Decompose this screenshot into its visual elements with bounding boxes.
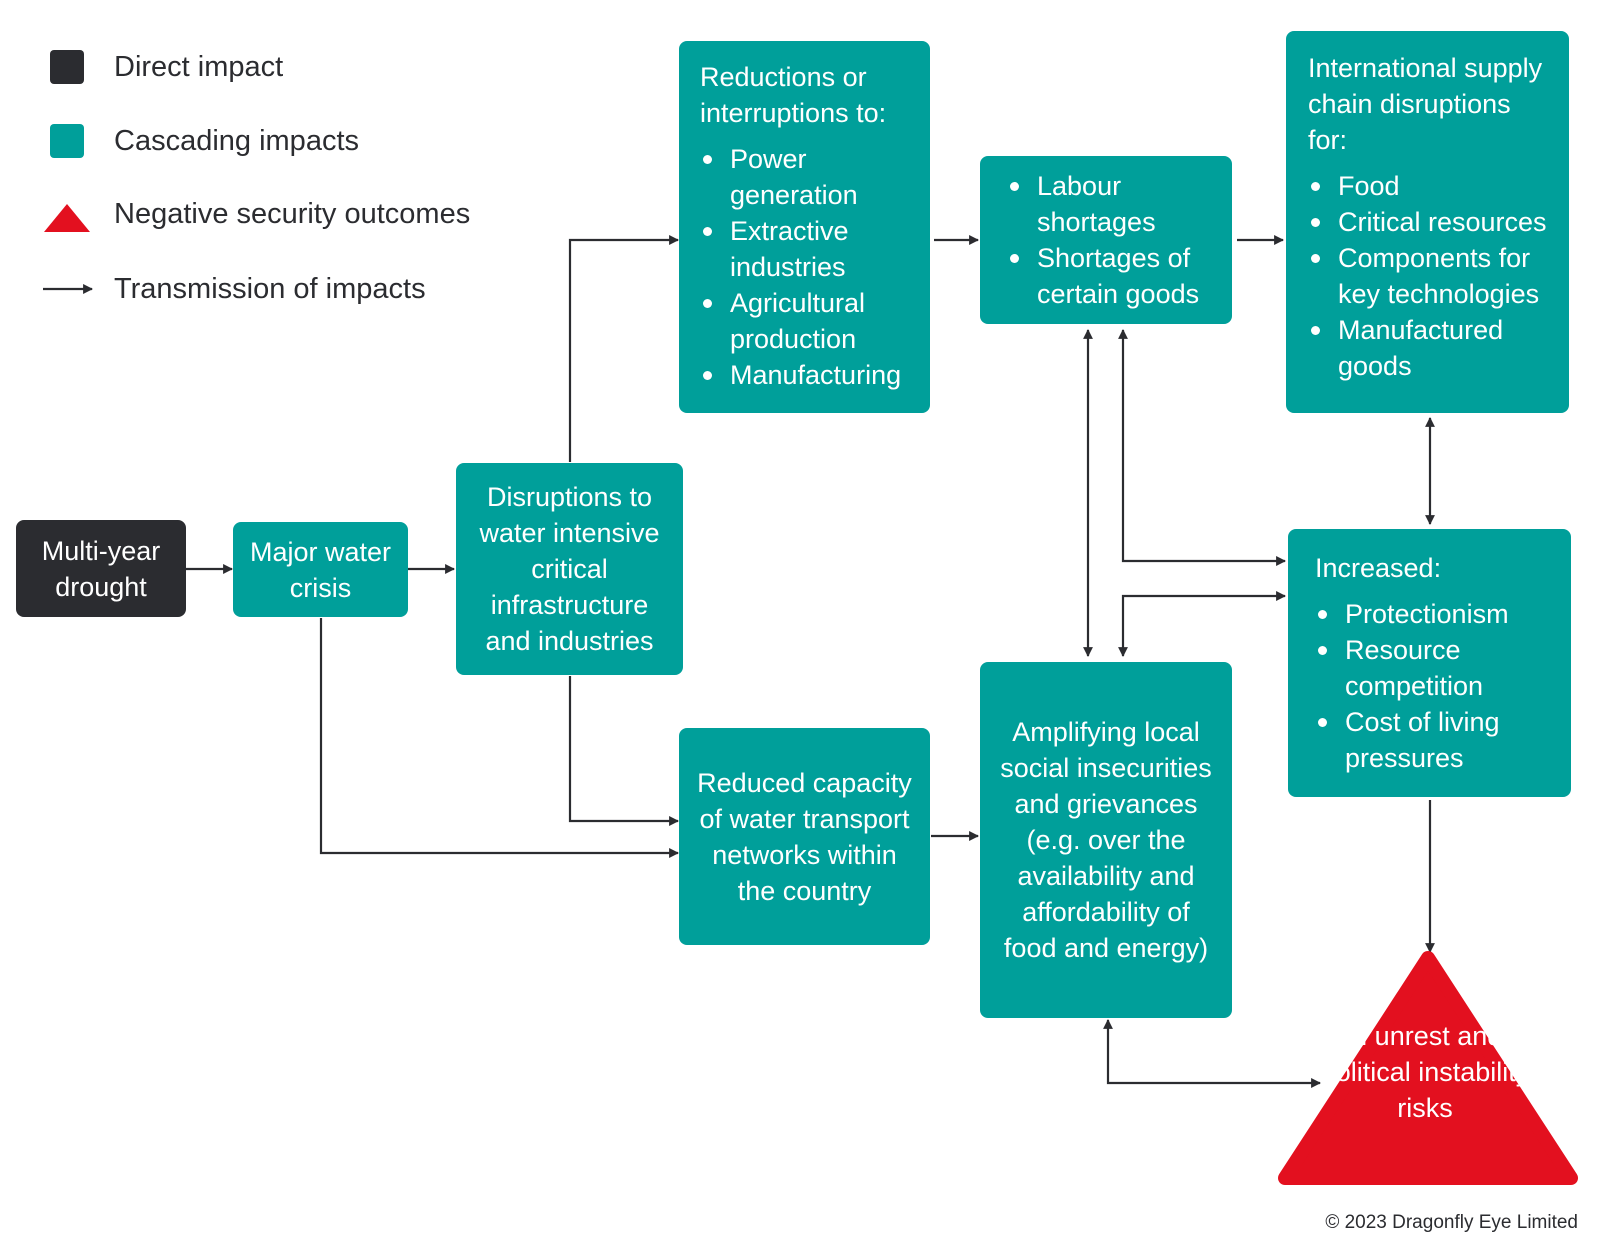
legend-label-transmission: Transmission of impacts [114, 273, 426, 305]
list-item: Manufactured goods [1308, 312, 1555, 384]
list-item: Manufacturing [700, 357, 910, 393]
node-supply-chain-title: International supply chain disruptions f… [1308, 53, 1543, 155]
list-item: Cost of living pressures [1315, 704, 1557, 776]
list-item: Labour shortages [1007, 168, 1212, 240]
list-item: Agricultural production [700, 285, 910, 357]
node-drought: Multi-year drought [16, 520, 186, 617]
node-water-transport: Reduced capacity of water transport netw… [679, 728, 930, 945]
legend-label-cascading: Cascading impacts [114, 125, 359, 157]
list-item: Resource competition [1315, 632, 1557, 704]
legend-swatch-direct [50, 50, 84, 84]
node-water-crisis: Major water crisis [233, 522, 408, 617]
arrow-increased-amplifying [1118, 591, 1286, 657]
node-disruptions: Disruptions to water intensive critical … [456, 463, 683, 675]
node-labour: Labour shortages Shortages of certain go… [980, 156, 1232, 324]
node-reductions-list: Power generation Extractive industries A… [700, 141, 910, 393]
legend-swatch-cascading [50, 124, 84, 158]
node-reductions-title: Reductions or interruptions to: [700, 62, 887, 128]
legend-swatch-negative [44, 204, 90, 232]
node-increased-title: Increased: [1315, 553, 1442, 583]
node-amplifying: Amplifying local social insecurities and… [980, 662, 1232, 1018]
arrow-crisis-to-transport [319, 618, 679, 858]
civil-unrest-triangle [1278, 951, 1578, 1185]
node-water-transport-text: Reduced capacity of water transport netw… [697, 767, 912, 906]
node-supply-chain: International supply chain disruptions f… [1286, 31, 1569, 413]
list-item: Food [1308, 168, 1555, 204]
node-water-crisis-text: Major water crisis [249, 536, 392, 603]
node-reductions: Reductions or interruptions to: Power ge… [679, 41, 930, 413]
node-increased: Increased: Protectionism Resource compet… [1288, 529, 1571, 797]
node-drought-text: Multi-year drought [41, 535, 161, 602]
node-amplifying-text: Amplifying local social insecurities and… [1000, 717, 1212, 963]
list-item: Power generation [700, 141, 910, 213]
arrow-disruptions-to-reductions [568, 235, 679, 462]
node-supply-chain-list: Food Critical resources Components for k… [1308, 168, 1555, 384]
legend-label-direct: Direct impact [114, 51, 284, 83]
list-item: Critical resources [1308, 204, 1555, 240]
arrow-amplifying-unrest [1103, 1019, 1321, 1088]
node-labour-list: Labour shortages Shortages of certain go… [1007, 168, 1212, 312]
list-item: Components for key technologies [1308, 240, 1555, 312]
copyright-notice: © 2023 Dragonfly Eye Limited [1325, 1212, 1578, 1233]
arrow-disruptions-to-transport [568, 676, 679, 826]
list-item: Shortages of certain goods [1007, 240, 1212, 312]
list-item: Protectionism [1315, 596, 1557, 632]
node-increased-list: Protectionism Resource competition Cost … [1315, 596, 1557, 776]
list-item: Extractive industries [700, 213, 910, 285]
civil-unrest-label: Civil unrest and/or political instabilit… [1316, 1021, 1534, 1123]
legend-label-negative: Negative security outcomes [114, 198, 471, 230]
node-disruptions-text: Disruptions to water intensive critical … [479, 482, 660, 656]
arrow-labour-increased [1118, 329, 1286, 566]
